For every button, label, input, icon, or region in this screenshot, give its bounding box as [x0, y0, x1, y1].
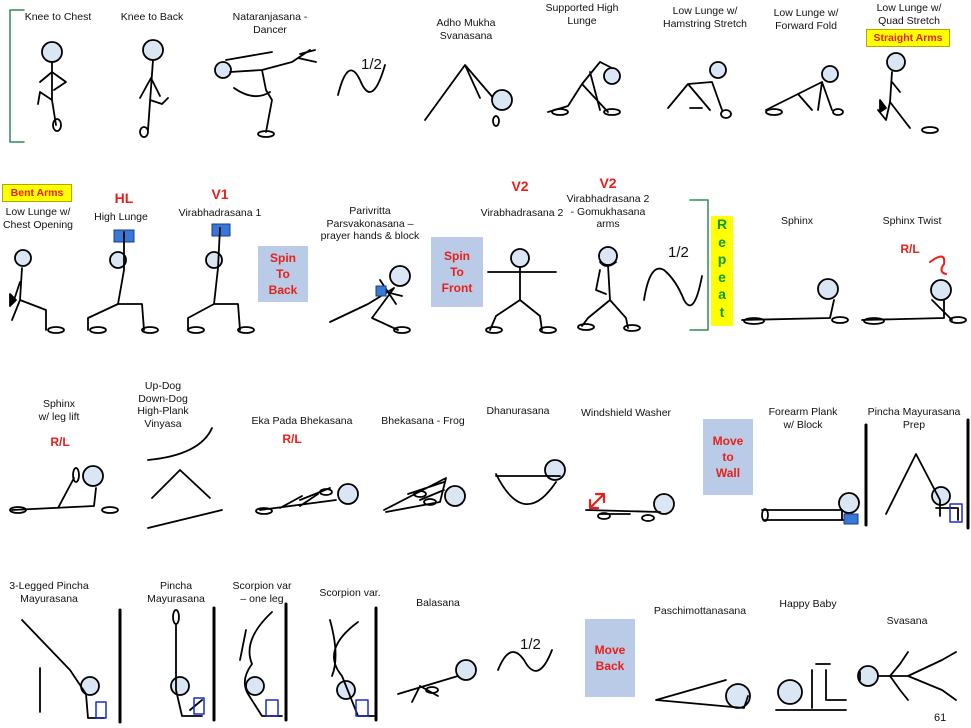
pose-label-dhanurasana: Dhanurasana	[486, 405, 550, 417]
figure-paschimottanasana	[655, 679, 751, 709]
pose-label-scorpion: Scorpion var.	[319, 587, 381, 599]
pose-label-eka-pada: Eka Pada Bhekasana	[251, 415, 353, 427]
pose-label-pincha: Pincha Mayurasana	[147, 580, 205, 605]
v2-tag: V2	[511, 178, 529, 194]
page-number: 61	[934, 712, 947, 724]
figure-adho-mukha	[424, 64, 513, 127]
pose-label-knee-to-back: Knee to Back	[120, 11, 184, 23]
spin-to-front-box: Spin To Front	[431, 237, 483, 307]
rl-tag: R/L	[282, 432, 302, 446]
figure-supported-lunge	[547, 61, 621, 116]
pose-label-knee-to-chest: Knee to Chest	[24, 11, 92, 23]
pose-label-forearm-plank: Forearm Plank w/ Block	[768, 406, 838, 431]
pose-label-high-lunge: High Lunge	[94, 211, 148, 223]
figure-bhekasana	[383, 477, 466, 513]
bent-arms-tag: Bent Arms	[2, 184, 72, 202]
pose-label-supported-lunge: Supported High Lunge	[545, 2, 619, 27]
pose-label-low-lunge-quad: Low Lunge w/ Quad Stretch	[876, 2, 942, 27]
pose-label-paschimottanasana: Paschimottanasana	[653, 605, 747, 617]
pose-label-sphinx-twist: Sphinx Twist	[882, 215, 942, 227]
rl-tag: R/L	[50, 435, 70, 449]
rl-tag: R/L	[900, 242, 920, 256]
pose-label-bhekasana: Bhekasana - Frog	[381, 415, 465, 427]
figure-knee-to-chest	[37, 41, 67, 132]
move-to-wall-box: Move to Wall	[703, 419, 753, 495]
figure-pincha-prep	[864, 418, 970, 530]
pose-label-sphinx: Sphinx	[780, 215, 814, 227]
figure-low-lunge-forward	[765, 65, 844, 116]
pose-label-virabhadrasana2-gomukh: Virabhadrasana 2 - Gomukhasana arms	[566, 193, 650, 230]
figure-dhanurasana	[495, 459, 566, 506]
pose-label-sphinx-leg: Sphinx w/ leg lift	[38, 398, 80, 423]
figure-low-lunge-quad	[877, 52, 939, 134]
figure-windshield-washer	[585, 492, 675, 522]
figure-virabhadrasana1	[187, 223, 255, 334]
transition-wave	[337, 64, 386, 96]
pose-label-virabhadrasana1: Virabhadrasana 1	[178, 207, 262, 219]
figure-scorpion-one-leg	[239, 602, 288, 722]
sequence-bracket-left	[9, 9, 25, 143]
v2-tag: V2	[599, 175, 617, 191]
hl-tag: HL	[114, 190, 134, 206]
half-mark: 1/2	[668, 244, 689, 261]
half-mark: 1/2	[520, 636, 541, 653]
repeat-tag: R e p e a t	[711, 216, 733, 326]
pose-label-pincha-prep: Pincha Mayurasana Prep	[867, 406, 961, 431]
figure-forearm-plank	[761, 492, 860, 525]
straight-arms-tag: Straight Arms	[866, 29, 950, 47]
repeat-bracket	[689, 199, 709, 331]
transition-wave	[497, 649, 553, 672]
pose-label-windshield: Windshield Washer	[580, 407, 672, 419]
figure-vinyasa	[147, 427, 223, 529]
figure-low-lunge-chest	[9, 249, 65, 334]
pose-label-virabhadrasana2: Virabhadrasana 2	[480, 207, 564, 219]
figure-parivritta	[329, 265, 411, 334]
figure-virabhadrasana2-gomukh	[577, 246, 641, 332]
pose-label-natarajasana: Nataranjasana - Dancer	[232, 11, 308, 36]
move-back-box: Move Back	[585, 619, 635, 697]
figure-eka-pada	[255, 483, 359, 515]
pose-label-low-lunge-forward: Low Lunge w/ Forward Fold	[773, 7, 839, 32]
pose-label-low-lunge-chest: Low Lunge w/ Chest Opening	[2, 206, 74, 231]
pose-label-parivritta: Parivritta Parsvakonasana – prayer hands…	[320, 205, 420, 242]
transition-wave	[643, 267, 703, 307]
pose-label-happy-baby: Happy Baby	[779, 598, 837, 610]
pose-label-adho-mukha: Adho Mukha Svanasana	[436, 17, 496, 42]
figure-low-lunge-hamstring	[667, 61, 732, 119]
pose-label-scorpion-one: Scorpion var – one leg	[232, 580, 292, 605]
spin-to-back-box: Spin To Back	[258, 246, 308, 302]
figure-natarajasana	[214, 49, 317, 138]
v1-tag: V1	[211, 186, 229, 202]
pose-label-vinyasa: Up-Dog Down-Dog High-Plank Vinyasa	[137, 380, 189, 430]
pose-label-low-lunge-hamstring: Low Lunge w/ Hamstring Stretch	[662, 5, 748, 30]
figure-sphinx	[741, 278, 849, 325]
figure-virabhadrasana2	[485, 248, 557, 334]
pose-label-three-legged: 3-Legged Pincha Mayurasana	[9, 580, 89, 605]
figure-high-lunge	[87, 229, 159, 334]
figure-sphinx-twist	[861, 255, 967, 325]
figure-scorpion	[329, 606, 378, 722]
figure-sphinx-leg-lift	[9, 465, 119, 514]
figure-pincha	[170, 606, 216, 722]
pose-label-svasana: Svasana	[886, 615, 928, 627]
figure-three-legged-pincha	[21, 608, 122, 724]
pose-label-balasana: Balasana	[416, 597, 460, 609]
figure-svasana	[857, 651, 957, 701]
figure-happy-baby	[775, 663, 847, 711]
half-mark: 1/2	[361, 56, 382, 73]
figure-balasana	[397, 659, 477, 703]
figure-knee-to-back	[139, 39, 169, 138]
